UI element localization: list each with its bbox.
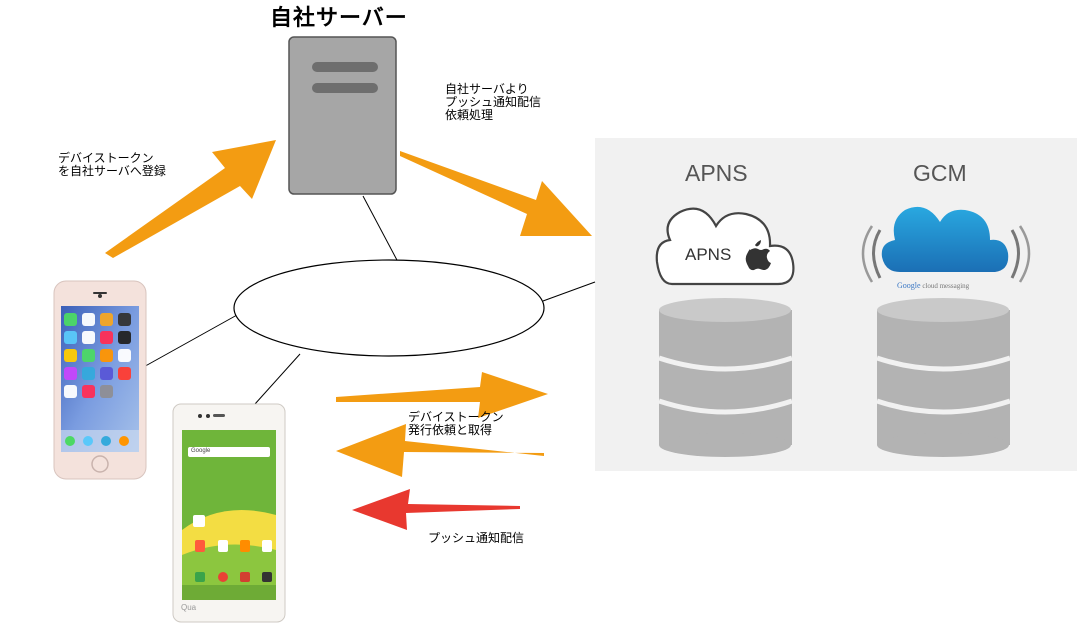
gcm-sub-label: Google cloud messaging bbox=[897, 281, 969, 290]
register-token-label: デバイストークン を自社サーバへ登録 bbox=[58, 151, 166, 178]
server-title: 自社サーバー bbox=[270, 6, 408, 31]
gcm-database-icon bbox=[876, 298, 1011, 457]
iphone-device bbox=[53, 280, 147, 480]
apns-database-icon bbox=[658, 298, 793, 457]
android-network-link bbox=[254, 353, 301, 405]
services-network-link bbox=[542, 281, 596, 302]
request-arrow bbox=[400, 151, 592, 236]
android-search-bar: Google bbox=[191, 448, 211, 454]
token-issue-label: デバイストークン 発行依頼と取得 bbox=[408, 410, 504, 437]
server-network-link bbox=[362, 195, 399, 263]
gcm-cloud-icon bbox=[861, 206, 1031, 283]
server-icon bbox=[288, 36, 397, 195]
android-device bbox=[172, 403, 286, 623]
push-delivery-label: プッシュ通知配信 bbox=[428, 531, 525, 545]
apns-cloud-label: APNS bbox=[685, 245, 732, 264]
apns-heading: APNS bbox=[685, 160, 748, 186]
push-arrow bbox=[352, 489, 520, 530]
gcm-sub-rest: cloud messaging bbox=[920, 282, 970, 290]
gcm-heading: GCM bbox=[913, 160, 967, 186]
token-arrow-left bbox=[336, 424, 544, 477]
android-brand-label: Qua bbox=[181, 603, 197, 612]
token-arrow-right bbox=[336, 372, 548, 418]
iphone-network-link bbox=[139, 314, 238, 370]
apns-cloud-icon bbox=[655, 207, 795, 286]
network-ellipse bbox=[233, 259, 545, 357]
register-arrow bbox=[105, 140, 276, 258]
push-request-label: 自社サーバより プッシュ通知配信 依頼処理 bbox=[445, 82, 542, 122]
gcm-sub-brand: Google bbox=[897, 281, 921, 290]
